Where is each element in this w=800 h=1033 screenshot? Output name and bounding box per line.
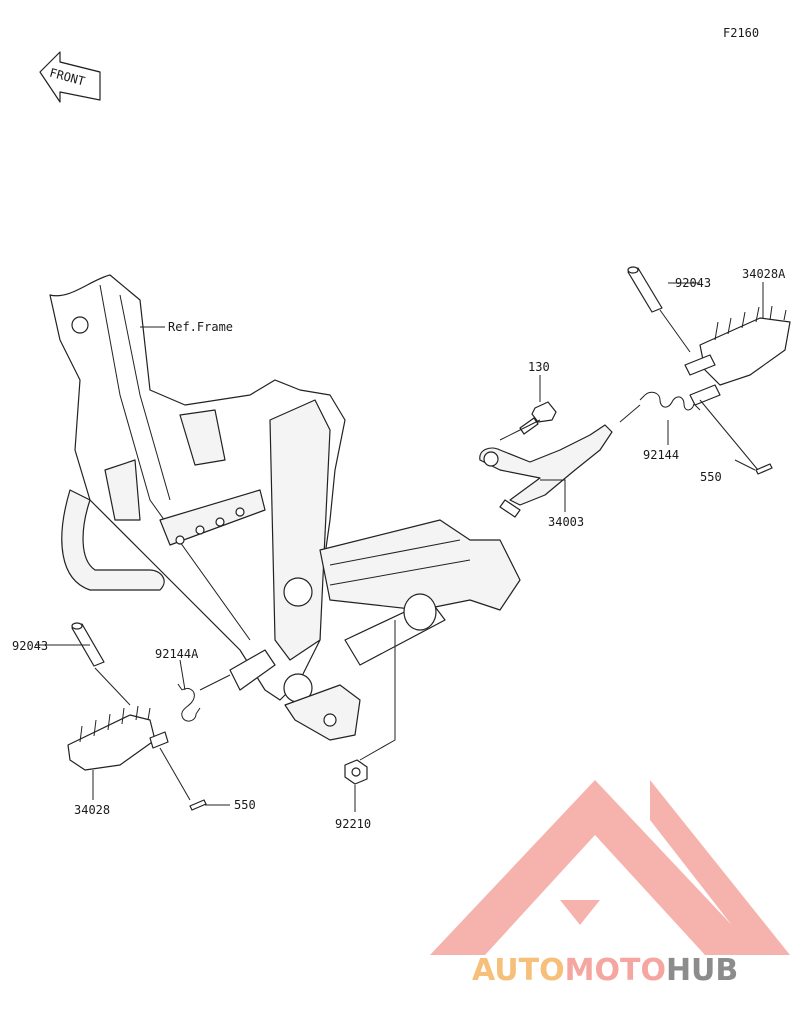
callout-130: 130 bbox=[528, 360, 550, 374]
right-footpeg-part bbox=[684, 305, 791, 406]
callout-34028A: 34028A bbox=[742, 267, 786, 281]
watermark-text: AUTOMOTOHUB bbox=[472, 953, 738, 988]
callout-92210: 92210 bbox=[335, 817, 371, 831]
right-pin-92043-part bbox=[627, 266, 663, 313]
watermark-logo bbox=[430, 780, 790, 955]
frame-illustration bbox=[49, 274, 521, 741]
callout-34003: 34003 bbox=[548, 515, 584, 529]
bolt-130-part bbox=[519, 401, 557, 435]
callout-550-right: 550 bbox=[700, 470, 722, 484]
watermark-moto: MOTO bbox=[565, 953, 666, 988]
callout-34028: 34028 bbox=[74, 803, 110, 817]
callout-ref-frame: Ref.Frame bbox=[168, 320, 233, 334]
callout-92144: 92144 bbox=[643, 448, 679, 462]
footpeg-bracket-part bbox=[479, 424, 613, 518]
leader-lines bbox=[35, 282, 764, 812]
left-spring-92144A-part bbox=[177, 683, 201, 722]
right-spring-92144-part bbox=[639, 391, 701, 411]
callout-92043-left: 92043 bbox=[12, 639, 48, 653]
front-arrow-icon: FRONT bbox=[39, 51, 101, 103]
callout-92043-right: 92043 bbox=[675, 276, 711, 290]
left-cotter-550-part bbox=[189, 799, 207, 811]
watermark-auto: AUTO bbox=[472, 953, 565, 988]
watermark-hub: HUB bbox=[666, 953, 738, 988]
callout-550-left: 550 bbox=[234, 798, 256, 812]
right-cotter-550-part bbox=[755, 463, 773, 475]
left-footpeg-part bbox=[67, 705, 169, 771]
callout-92144A: 92144A bbox=[155, 647, 199, 661]
figure-code: F2160 bbox=[723, 26, 759, 40]
nut-92210-part bbox=[344, 759, 368, 785]
